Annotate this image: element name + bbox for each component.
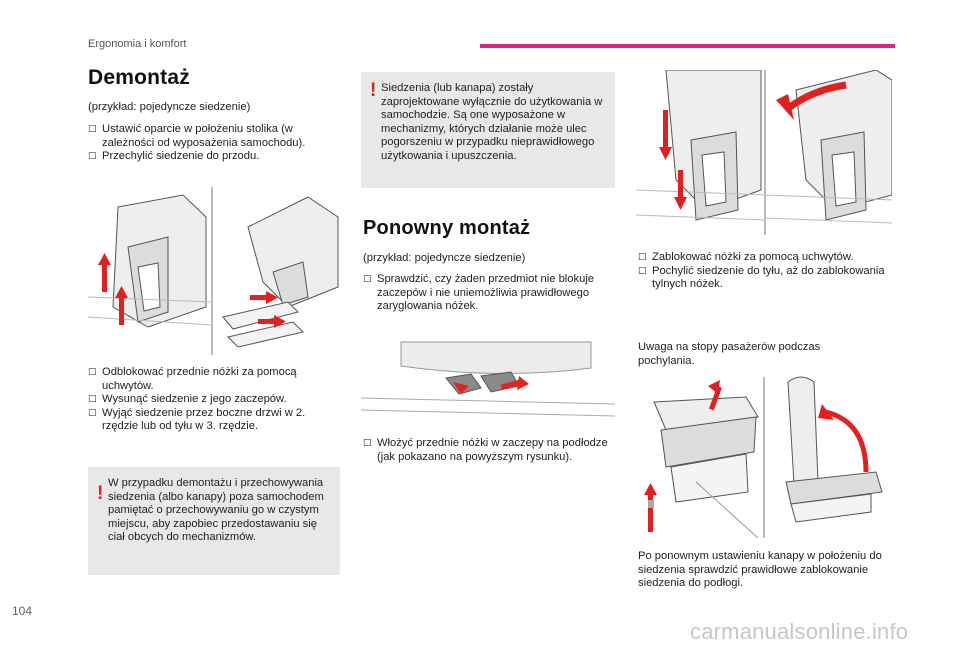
right-steps: □ Zablokować nóżki za pomocą uchwytów. □… [638, 251, 893, 292]
bullet-icon: □ [88, 124, 97, 134]
removal-warning-box: ! W przypadku demontażu i przechowywania… [88, 467, 340, 575]
bullet-icon: □ [363, 274, 372, 284]
warning-icon: ! [97, 483, 104, 504]
refit-steps-b: □ Włożyć przednie nóżki w zaczepy na pod… [363, 437, 615, 464]
list-item: □ Zablokować nóżki za pomocą uchwytów. [638, 251, 854, 263]
refit-steps-a: □ Sprawdzić, czy żaden przedmiot nie blo… [363, 273, 615, 314]
section-header: Ergonomia i komfort [88, 38, 187, 50]
design-warning-text: Siedzenia (lub kanapa) zostały zaprojekt… [381, 82, 603, 162]
bullet-icon: □ [88, 367, 97, 377]
warning-icon: ! [370, 80, 377, 101]
page-number: 104 [12, 604, 33, 618]
bullet-icon: □ [638, 252, 647, 262]
removal-example: (przykład: pojedyncze siedzenie) [88, 101, 251, 113]
list-item: □ Odblokować przednie nóżki za pomocą uc… [88, 366, 297, 392]
design-warning-box: ! Siedzenia (lub kanapa) zostały zaproje… [361, 72, 615, 188]
tilt-back-illustration [636, 372, 892, 539]
feet-insert-illustration [360, 340, 616, 420]
figure-tilt-back [636, 372, 892, 539]
section-header-bar [480, 44, 895, 48]
figure-feet-insert [360, 340, 616, 420]
refit-example: (przykład: pojedyncze siedzenie) [363, 252, 526, 264]
list-item: □ Wyjąć siedzenie przez boczne drzwi w 2… [88, 406, 306, 433]
figure-seat-unlock [87, 187, 340, 355]
list-item: □ Pochylić siedzenie do tyłu, aż do zabl… [638, 264, 885, 291]
list-item: □ Sprawdzić, czy żaden przedmiot nie blo… [363, 273, 595, 313]
removal-warning-text: W przypadku demontażu i przechowywania s… [108, 477, 324, 544]
removal-steps-b: □ Odblokować przednie nóżki za pomocą uc… [88, 366, 338, 434]
final-note: Po ponownym ustawieniu kanapy w położeni… [638, 550, 882, 590]
bullet-icon: □ [88, 151, 97, 162]
watermark: carmanualsonline.info [690, 619, 909, 644]
list-item: □ Przechylić siedzenie do przodu. [88, 150, 260, 163]
bullet-icon: □ [363, 438, 372, 448]
list-item: □ Wysunąć siedzenie z jego zaczepów. [88, 393, 287, 406]
removal-title: Demontaż [88, 66, 190, 89]
list-item: □ Ustawić oparcie w położeniu stolika (w… [88, 123, 306, 149]
refit-title: Ponowny montaż [363, 217, 531, 239]
seat-unlock-illustration [87, 187, 340, 355]
caution-text: Uwaga na stopy pasażerów podczas pochyla… [638, 341, 821, 367]
list-item: □ Włożyć przednie nóżki w zaczepy na pod… [363, 437, 608, 463]
figure-lock-feet [635, 69, 893, 235]
bullet-icon: □ [88, 394, 97, 405]
removal-steps-a: □ Ustawić oparcie w położeniu stolika (w… [88, 123, 338, 164]
bullet-icon: □ [88, 407, 97, 418]
lock-feet-illustration [635, 69, 893, 235]
bullet-icon: □ [638, 265, 647, 276]
